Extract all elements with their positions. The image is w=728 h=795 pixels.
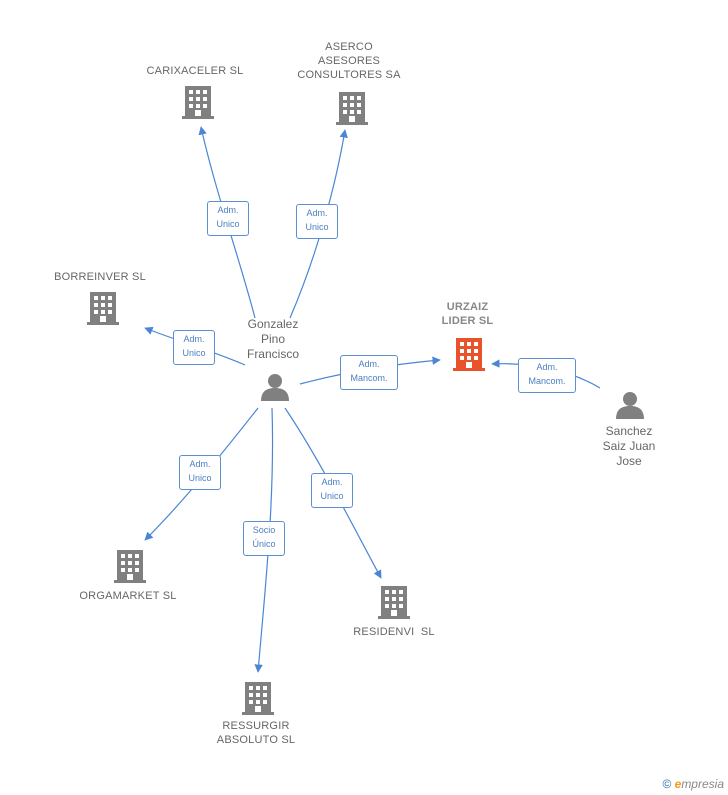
brand-logo-text: mpresia [681,777,724,791]
edge-label-carixaceler-role: Adm. [217,205,239,215]
edge-label-gonzalez-urzaiz-role: Adm. [358,359,380,369]
residenvi-building-icon [378,586,410,619]
aserco-building-icon [336,92,368,125]
aserco-label-line-1: ASERCO [325,41,373,53]
brand-logo-e: e [674,777,682,791]
carixaceler-label[interactable]: CARIXACELER SL [146,65,244,77]
edge-label-borreinver-kind: Unico [182,348,206,358]
edge-label-sanchez-urzaiz-kind: Mancom. [528,376,566,386]
orgamarket-building-icon [114,550,146,583]
gonzalez-label-line-2: Pino [260,332,286,346]
edge-label-orgamarket-kind: Unico [188,473,212,483]
gonzalez-person-icon [261,374,289,401]
ressurgir-label-line-1: RESSURGIR [222,720,290,732]
edge-label-aserco: Adm. Unico [296,204,338,239]
sanchez-label-line-3: Jose [616,454,642,468]
sanchez-label-line-2: Saiz Juan [602,439,656,453]
urzaiz-label[interactable]: URZAIZ LIDER SL [420,300,515,328]
copyright-symbol: © [662,777,672,791]
gonzalez-label-line-3: Francisco [246,347,299,361]
ressurgir-label[interactable]: RESSURGIR ABSOLUTO SL [198,719,314,747]
edge-label-residenvi: Adm. Unico [311,473,353,508]
edge-label-aserco-role: Adm. [306,208,328,218]
edge-label-ressurgir: Socio Único [243,521,285,556]
ressurgir-label-line-2: ABSOLUTO SL [216,734,296,746]
edge-label-residenvi-role: Adm. [321,477,343,487]
aserco-label[interactable]: ASERCO ASESORES CONSULTORES SA [287,40,411,82]
edge-label-gonzalez-urzaiz-kind: Mancom. [350,373,388,383]
edge-label-aserco-kind: Unico [305,222,329,232]
edge-label-ressurgir-role: Socio [252,525,276,535]
aserco-label-line-3: CONSULTORES SA [297,69,401,81]
ressurgir-building-icon [242,682,274,715]
orgamarket-label[interactable]: ORGAMARKET SL [79,590,177,602]
edge-label-borreinver: Adm. Unico [173,330,215,365]
edge-label-gonzalez-urzaiz: Adm. Mancom. [340,355,398,390]
aserco-label-line-2: ASESORES [317,55,381,67]
carixaceler-building-icon [182,86,214,119]
edge-label-carixaceler-kind: Unico [216,219,240,229]
edge-label-carixaceler: Adm. Unico [207,201,249,236]
empresia-watermark[interactable]: © empresia [662,777,724,791]
gonzalez-label[interactable]: Gonzalez Pino Francisco [228,317,318,362]
edge-label-ressurgir-kind: Único [252,539,276,549]
edge-label-sanchez-urzaiz: Adm. Mancom. [518,358,576,393]
edge-label-orgamarket-role: Adm. [189,459,211,469]
edge-label-sanchez-urzaiz-role: Adm. [536,362,558,372]
sanchez-label[interactable]: Sanchez Saiz Juan Jose [584,424,674,469]
urzaiz-label-line-2: LIDER SL [441,315,494,327]
sanchez-person-icon [616,392,644,419]
edge-label-residenvi-kind: Unico [320,491,344,501]
residenvi-label[interactable]: RESIDENVI SL [353,626,435,638]
borreinver-label[interactable]: BORREINVER SL [54,271,146,283]
sanchez-label-line-1: Sanchez [605,424,653,438]
urzaiz-building-icon [453,338,485,371]
gonzalez-label-line-1: Gonzalez [247,317,299,331]
borreinver-building-icon [87,292,119,325]
urzaiz-label-line-1: URZAIZ [446,301,489,313]
edge-label-orgamarket: Adm. Unico [179,455,221,490]
edge-label-borreinver-role: Adm. [183,334,205,344]
